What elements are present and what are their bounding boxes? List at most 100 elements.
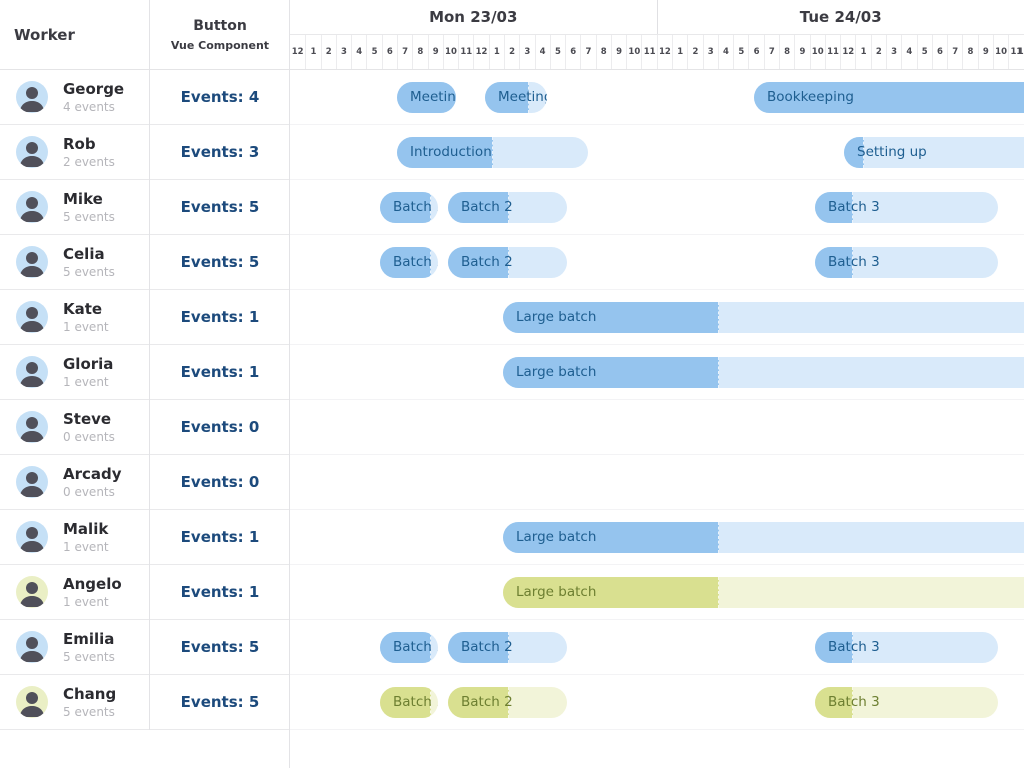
event-bar[interactable]: Introduction xyxy=(397,137,588,168)
event-bar[interactable]: Large batch xyxy=(503,522,1024,553)
hour-tick-label: 12 xyxy=(658,47,671,57)
event-bar[interactable]: Batch 1 xyxy=(380,192,438,223)
timeline-row[interactable]: Large batch xyxy=(290,290,1024,345)
event-bar[interactable]: Batch 1 xyxy=(380,687,438,718)
event-bar[interactable]: Batch 3 xyxy=(815,687,998,718)
event-label: Batch 2 xyxy=(461,199,513,215)
worker-avatar xyxy=(16,521,48,553)
events-button[interactable]: Events: 5 xyxy=(150,180,290,235)
day-header-row: Mon 23/03 Tue 24/03 xyxy=(290,0,1024,35)
worker-name: Arcady xyxy=(63,465,122,483)
events-button[interactable]: Events: 1 xyxy=(150,510,290,565)
hour-tick-label: 4 xyxy=(356,47,363,57)
timeline-row[interactable]: Batch 1 Batch 2 Batch 3 xyxy=(290,235,1024,290)
hour-tick: 11 xyxy=(824,35,840,69)
hour-tick-label: 5 xyxy=(554,47,561,57)
event-label: Batch 2 xyxy=(461,694,513,710)
worker-name: Angelo xyxy=(63,575,122,593)
timeline-row[interactable]: Large batch xyxy=(290,510,1024,565)
hour-tick-label: 9 xyxy=(982,47,989,57)
worker-avatar xyxy=(16,631,48,663)
event-bar[interactable]: Batch 2 xyxy=(448,192,567,223)
events-button[interactable]: Events: 5 xyxy=(150,675,290,730)
events-button[interactable]: Events: 5 xyxy=(150,235,290,290)
event-bar[interactable]: Large batch xyxy=(503,357,1024,388)
event-bar[interactable]: Bookkeeping xyxy=(754,82,1024,113)
event-progress-fill xyxy=(380,687,432,718)
timeline-row[interactable]: Introduction Setting up xyxy=(290,125,1024,180)
timeline-row[interactable]: Meeting Meeting Bookkeeping xyxy=(290,70,1024,125)
hour-tick: 5 xyxy=(733,35,748,69)
timeline-row[interactable]: Batch 1 Batch 2 Batch 3 xyxy=(290,180,1024,235)
timeline-row[interactable]: Batch 1 Batch 2 Batch 3 xyxy=(290,620,1024,675)
event-bar[interactable]: Meeting xyxy=(397,82,456,113)
hour-tick: 8 xyxy=(595,35,611,69)
timeline-row[interactable] xyxy=(290,400,1024,455)
event-bar[interactable]: Batch 2 xyxy=(448,632,567,663)
events-button[interactable]: Events: 3 xyxy=(150,125,290,180)
event-bar[interactable]: Batch 3 xyxy=(815,632,998,663)
hour-tick-label: 9 xyxy=(799,47,806,57)
event-progress-fill xyxy=(448,192,509,223)
hour-tick-label: 12 xyxy=(291,47,304,57)
event-label: Batch 3 xyxy=(828,694,880,710)
hour-tick: 2 xyxy=(687,35,702,69)
events-button[interactable]: Events: 4 xyxy=(150,70,290,125)
hour-tick: 1 xyxy=(305,35,320,69)
timeline-row[interactable]: Batch 1 Batch 2 Batch 3 xyxy=(290,675,1024,730)
event-bar[interactable]: Large batch xyxy=(503,302,1024,333)
events-button[interactable]: Events: 1 xyxy=(150,565,290,620)
timeline-row[interactable] xyxy=(290,455,1024,510)
event-label: Setting up xyxy=(857,144,927,160)
hour-tick-label: 1 xyxy=(310,47,317,57)
hour-tick-label: 6 xyxy=(386,47,393,57)
event-progress-fill xyxy=(815,632,854,663)
event-bar[interactable]: Setting up xyxy=(844,137,1024,168)
timeline-row[interactable]: Large batch xyxy=(290,565,1024,620)
hour-tick: 12 xyxy=(840,35,855,69)
worker-event-count: 5 events xyxy=(63,265,115,279)
hour-tick-label: 6 xyxy=(936,47,943,57)
worker-event-count: 5 events xyxy=(63,210,115,224)
event-bar[interactable]: Batch 3 xyxy=(815,247,998,278)
event-bar[interactable]: Batch 1 xyxy=(380,632,438,663)
timeline-row[interactable]: Large batch xyxy=(290,345,1024,400)
events-button[interactable]: Events: 1 xyxy=(150,290,290,345)
event-bar[interactable]: Batch 2 xyxy=(448,687,567,718)
hour-tick: 6 xyxy=(931,35,947,69)
day-header-tue: Tue 24/03 xyxy=(656,0,1024,34)
event-bar[interactable]: Batch 2 xyxy=(448,247,567,278)
hour-tick: 1 xyxy=(672,35,687,69)
hour-tick-label: 10 xyxy=(995,47,1007,57)
events-button[interactable]: Events: 1 xyxy=(150,345,290,400)
hour-tick: 5 xyxy=(366,35,381,69)
event-progress-fill xyxy=(380,192,432,223)
hour-tick-label: 3 xyxy=(707,47,714,57)
event-label: Large batch xyxy=(516,584,597,600)
events-button[interactable]: Events: 0 xyxy=(150,400,290,455)
events-button[interactable]: Events: 0 xyxy=(150,455,290,510)
event-bar[interactable]: Meeting xyxy=(485,82,547,113)
hour-tick-label: 1 xyxy=(677,47,684,57)
event-progress-fill xyxy=(380,632,432,663)
event-bar[interactable]: Batch 3 xyxy=(815,192,998,223)
hour-tick: 10 xyxy=(992,35,1008,69)
event-bar[interactable]: Batch 1 xyxy=(380,247,438,278)
event-bar[interactable]: Large batch xyxy=(503,577,1024,608)
hour-tick: 11 xyxy=(641,35,656,69)
hour-tick: 11 xyxy=(1008,35,1023,69)
events-button[interactable]: Events: 5 xyxy=(150,620,290,675)
worker-avatar xyxy=(16,246,48,278)
hour-tick-label: 4 xyxy=(723,47,729,57)
event-progress-fill xyxy=(448,632,509,663)
hour-tick: 7 xyxy=(947,35,962,69)
hour-tick-label: 10 xyxy=(628,47,641,57)
